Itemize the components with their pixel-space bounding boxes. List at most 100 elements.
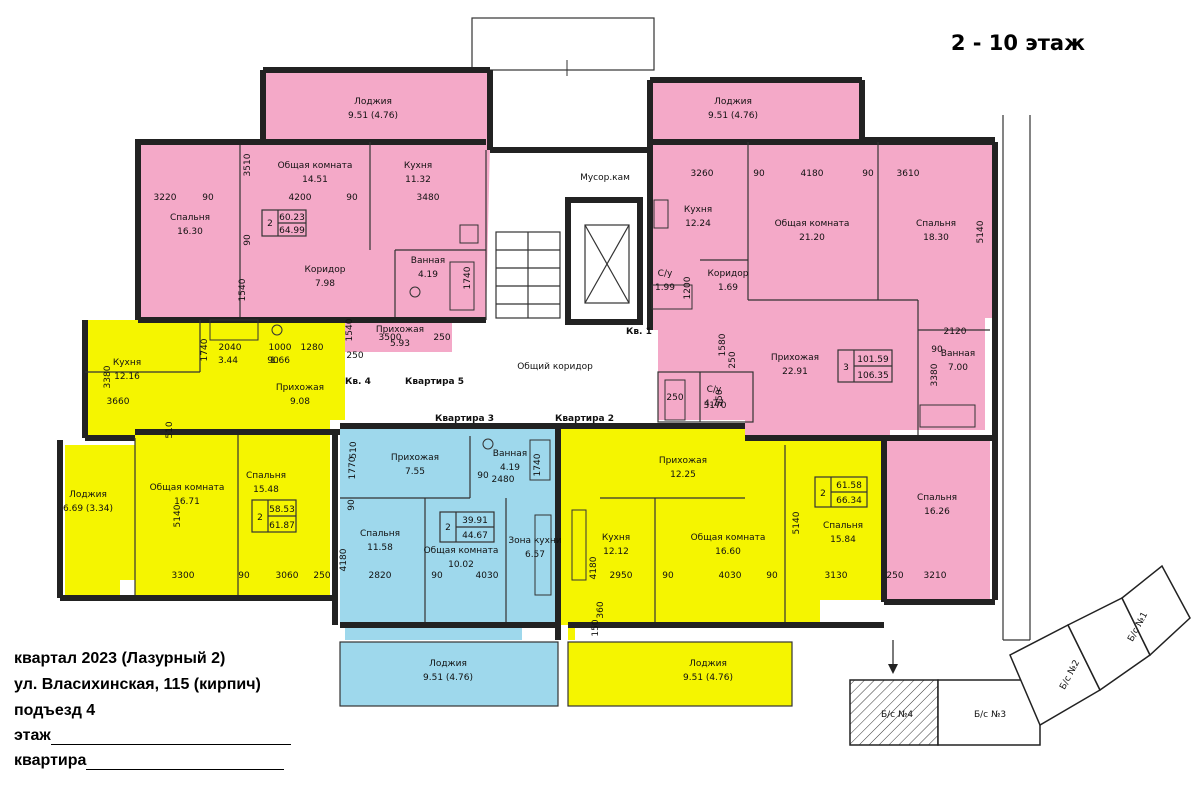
room-r5-common-area: 14.51: [302, 175, 328, 185]
dimension-label: 3380: [103, 365, 113, 388]
apt3-living: 39.91: [462, 516, 488, 526]
dimension-label: 1740: [533, 453, 543, 476]
room-r2-common-name: Общая комната: [691, 533, 766, 543]
floor-blank-line[interactable]: [50, 744, 291, 745]
room-labels: Лоджия 9.51 (4.76) Общая комната 14.51Кухня…: [63, 97, 975, 683]
room-r4-kitchen-area: 12.16: [114, 372, 140, 382]
info-apartment-field: квартира: [14, 752, 285, 770]
room-r1-bed-area: 18.30: [923, 233, 949, 243]
apt5-total: 64.99: [279, 226, 305, 236]
apt4-living: 58.53: [269, 505, 295, 515]
room-r3-common-area: 10.02: [448, 560, 474, 570]
dimension-label: 90: [662, 571, 674, 581]
room-r1-entry-name: Прихожая: [771, 353, 819, 363]
room-r1-loggia-area: 9.51 (4.76): [708, 111, 758, 121]
room-r4-common-name: Общая комната: [150, 483, 225, 493]
dimension-label: 90: [766, 571, 778, 581]
room-r5-bed-area: 16.30: [177, 227, 203, 237]
apt1-living: 101.59: [857, 355, 889, 365]
apt5-rooms: 2: [267, 219, 273, 229]
site-b3: Б/с №3: [974, 710, 1006, 720]
walls: [57, 17, 1031, 707]
apartment-4-fill: [65, 320, 345, 595]
room-r5-hall-name: Коридор: [305, 265, 346, 275]
apt2-rooms: 2: [820, 489, 826, 499]
room-r1-bed2-area: 16.26: [924, 507, 950, 517]
room-r1-kitchen-area: 12.24: [685, 219, 711, 229]
apt4-total: 61.87: [269, 521, 295, 531]
dimension-label: 90: [243, 234, 253, 246]
room-r2-common-area: 16.60: [715, 547, 741, 557]
room-r5-loggia-area: 9.51 (4.76): [348, 111, 398, 121]
dimension-label: 1200: [683, 276, 693, 299]
dimension-label: 3130: [825, 571, 848, 581]
room-r1-bed2-name: Спальня: [917, 493, 957, 503]
dimension-label: 510: [165, 421, 175, 438]
dimension-label: 1000: [269, 343, 292, 353]
room-r2-kitchen-area: 12.12: [603, 547, 629, 557]
room-r4-loggia-area: 6.69 (3.34): [63, 504, 113, 514]
room-r1-wc-name: С/у: [658, 269, 673, 279]
site-b4: Б/с №4: [881, 710, 913, 720]
dimension-label: 2120: [944, 327, 967, 337]
apartment-blank-line[interactable]: [86, 769, 285, 770]
apt-box-3: 2 39.91 44.67: [439, 511, 495, 543]
dimension-label: 2820: [369, 571, 392, 581]
dimension-label: 1770: [348, 456, 358, 479]
dimension-label: 5140: [792, 511, 802, 534]
room-r3-bed-area: 11.58: [367, 543, 393, 553]
room-r2-entry-area: 12.25: [670, 470, 696, 480]
apt3-total: 44.67: [462, 531, 488, 541]
apartment-3-fill: [340, 426, 558, 706]
apt1-total: 106.35: [857, 371, 889, 381]
dimension-label: 550: [715, 389, 725, 406]
area-166: 1.66: [270, 356, 290, 366]
dimension-label: 4200: [289, 193, 312, 203]
apt-box-2: 2 61.58 66.34: [814, 476, 868, 508]
dimension-label: 1540: [345, 318, 355, 341]
room-r3-bed-name: Спальня: [360, 529, 400, 539]
dimension-label: 4180: [801, 169, 824, 179]
dimension-label: 90: [862, 169, 874, 179]
info-entrance: подъезд 4: [14, 702, 96, 719]
info-floor-field: этаж: [14, 727, 291, 745]
dimension-label: 150: [591, 619, 601, 636]
dimension-label: 90: [238, 571, 250, 581]
dimension-label: 90: [267, 356, 279, 366]
dimension-label: 250: [886, 571, 903, 581]
apt2-living: 61.58: [836, 481, 862, 491]
dimension-label: 3660: [107, 397, 130, 407]
room-r3-entry-name: Прихожая: [391, 453, 439, 463]
apartment-1-fill: [648, 80, 995, 600]
tag-kv3: Квартира 3: [435, 414, 494, 424]
dimension-label: 250: [346, 351, 363, 361]
apt-box-1: 3 101.59 106.35: [837, 349, 893, 383]
dimension-label: 3210: [924, 571, 947, 581]
room-r5-common-name: Общая комната: [278, 161, 353, 171]
dimension-label: 90: [202, 193, 214, 203]
tag-kv1: Кв. 1: [626, 327, 652, 337]
tag-kv5: Квартира 5: [405, 377, 464, 387]
room-r4-bed-name: Спальня: [246, 471, 286, 481]
room-r1-su2-area: 4.77: [704, 399, 724, 409]
dimension-label: 2950: [610, 571, 633, 581]
dimension-label: 90: [477, 471, 489, 481]
dimension-label: 90: [347, 499, 357, 511]
room-r5-loggia-name: Лоджия: [354, 97, 392, 107]
dimension-label: 3170: [704, 401, 727, 411]
dimension-label: 250: [666, 393, 683, 403]
dimension-label: 5140: [173, 504, 183, 527]
room-r1-bath-area: 7.00: [948, 363, 968, 373]
room-r4-kitchen-name: Кухня: [113, 358, 141, 368]
dimension-label: 90: [931, 345, 943, 355]
dimension-label: 3500: [379, 333, 402, 343]
dimension-label: 3480: [417, 193, 440, 203]
room-r1-su2-name: С/у: [707, 385, 722, 395]
dimension-label: 5140: [976, 220, 986, 243]
room-r2-bed-area: 15.84: [830, 535, 856, 545]
info-apartment-label: квартира: [14, 752, 87, 769]
room-r4-loggia-name: Лоджия: [69, 490, 107, 500]
tag-kv2: Квартира 2: [555, 414, 614, 424]
room-r1-hall-name: Коридор: [708, 269, 749, 279]
